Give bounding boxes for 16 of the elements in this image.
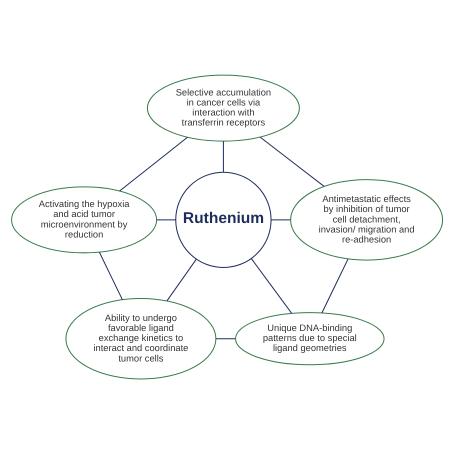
node-ellipse: Ability to undergo favorable ligand exchange kinetics to interact and coordinate tumor cells [65, 298, 216, 380]
connector [260, 136, 324, 187]
connector [321, 258, 348, 314]
connector [156, 219, 176, 220]
node-ellipse: Antimetastatic effects by inhibition of tumor cell detachment, invasion/ migration and re-adhesion [290, 179, 444, 261]
node-ellipse: Selective accumulation in cancer cells via interaction with transferrin receptors [146, 74, 300, 142]
connector [222, 141, 224, 172]
node-circle: Ruthenium [175, 172, 272, 268]
connector [216, 338, 236, 340]
connector [271, 219, 291, 220]
connector [119, 136, 188, 192]
node-ellipse: Activating the hypoxia and acid tumor microenvironment by reduction [11, 186, 158, 254]
connector [166, 258, 197, 302]
node-ellipse: Unique DNA-binding patterns due to special ligand geometries [235, 312, 385, 366]
connector [251, 258, 292, 314]
connector [99, 252, 123, 300]
